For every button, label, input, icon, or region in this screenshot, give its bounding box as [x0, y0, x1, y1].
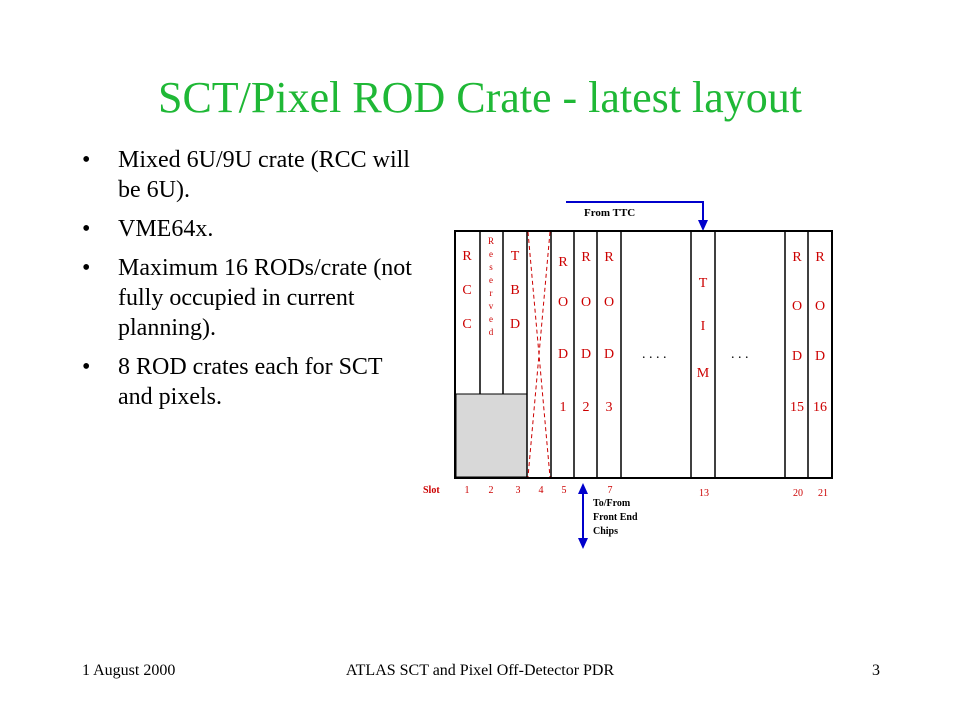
crate-outline [454, 230, 833, 479]
slot-dividers [479, 231, 809, 478]
svg-text:T: T [511, 249, 520, 264]
bullet-item: •VME64x. [82, 216, 214, 242]
svg-text:d: d [489, 327, 494, 337]
svg-text:To/From: To/From [593, 498, 631, 509]
bullet-list: •Mixed 6U/9U crate (RCC will be 6U). •VM… [82, 145, 412, 421]
svg-text:R: R [558, 255, 568, 270]
svg-text:I: I [701, 319, 706, 334]
svg-text:M: M [697, 366, 710, 381]
footer-date: 1 August 2000 [82, 662, 176, 679]
svg-text:s: s [489, 262, 493, 272]
tim-label: T I M [697, 276, 710, 381]
footer-event: ATLAS SCT and Pixel Off-Detector PDR [345, 662, 615, 679]
svg-text:r: r [490, 288, 493, 298]
svg-text:R: R [815, 250, 825, 265]
svg-text:D: D [581, 347, 591, 362]
bullet-item: •Mixed 6U/9U crate (RCC will be 6U). [82, 147, 410, 203]
front-end-arrowhead-down-icon [578, 538, 588, 549]
svg-text:7: 7 [608, 485, 613, 496]
svg-text:O: O [604, 295, 614, 310]
svg-text:O: O [815, 299, 825, 314]
svg-text:3: 3 [606, 400, 613, 415]
rod-15-label: R O D 15 [790, 250, 804, 415]
slot-numbers: 1 2 3 4 5 7 13 20 21 [465, 485, 829, 499]
svg-text:15: 15 [790, 400, 804, 415]
svg-text:20: 20 [793, 488, 803, 499]
svg-text:D: D [815, 349, 825, 364]
svg-text:C: C [462, 317, 471, 332]
svg-text:v: v [489, 301, 494, 311]
svg-text:R: R [488, 236, 494, 246]
svg-text:Chips: Chips [593, 526, 618, 537]
svg-text:3: 3 [516, 485, 521, 496]
svg-text:2: 2 [489, 485, 494, 496]
svg-text:R: R [604, 250, 614, 265]
reserved-label: R e s e r v e d [488, 236, 494, 337]
ttc-arrowhead-icon [698, 220, 708, 231]
svg-text:C: C [462, 283, 471, 298]
svg-text:D: D [604, 347, 614, 362]
bullet-dot-icon: • [82, 255, 91, 281]
front-end-arrowhead-up-icon [578, 483, 588, 494]
svg-text:O: O [792, 299, 802, 314]
svg-text:2: 2 [583, 400, 590, 415]
svg-text:D: D [792, 349, 802, 364]
svg-text:B: B [510, 283, 519, 298]
svg-text:D: D [510, 317, 520, 332]
bullet-item: •8 ROD crates each for SCT and pixels. [82, 354, 383, 410]
rod-1-label: R O D 1 [558, 255, 568, 415]
svg-text:1: 1 [560, 400, 567, 415]
svg-text:13: 13 [699, 488, 709, 499]
slide-title: SCT/Pixel ROD Crate - latest layout [157, 73, 803, 122]
bullet-dot-icon: • [82, 147, 91, 173]
bullet-dot-icon: • [82, 216, 91, 242]
bullet-item: •Maximum 16 RODs/crate (not fully occupi… [82, 255, 412, 341]
rod-2-label: R O D 2 [581, 250, 591, 415]
svg-text:e: e [489, 275, 493, 285]
svg-text:O: O [581, 295, 591, 310]
svg-text:D: D [558, 347, 568, 362]
rcc-label: R C C [462, 249, 472, 332]
slot-label: Slot [423, 485, 440, 496]
ellipsis-left: . . . . [642, 347, 667, 362]
svg-text:T: T [699, 276, 708, 291]
svg-text:16: 16 [813, 400, 827, 415]
svg-text:21: 21 [818, 488, 828, 499]
tbd-label: T B D [510, 249, 520, 332]
rcc-6u-shade [455, 393, 528, 478]
bullet-dot-icon: • [82, 354, 91, 380]
svg-text:R: R [792, 250, 802, 265]
rod-3-label: R O D 3 [604, 250, 614, 415]
ttc-arrow-line [566, 201, 704, 222]
ellipsis-right: . . . [731, 347, 749, 362]
svg-text:4: 4 [539, 485, 544, 496]
front-end-label: To/From Front End Chips [593, 498, 638, 537]
svg-text:5: 5 [562, 485, 567, 496]
svg-text:Front End: Front End [593, 512, 638, 523]
rod-16-label: R O D 16 [813, 250, 827, 415]
svg-text:O: O [558, 295, 568, 310]
svg-text:R: R [462, 249, 472, 264]
empty-slot-cross [527, 231, 551, 478]
footer-page-number: 3 [872, 662, 880, 679]
svg-text:R: R [581, 250, 591, 265]
svg-text:e: e [489, 314, 493, 324]
from-ttc-label: From TTC [584, 207, 635, 219]
svg-text:e: e [489, 249, 493, 259]
svg-text:1: 1 [465, 485, 470, 496]
